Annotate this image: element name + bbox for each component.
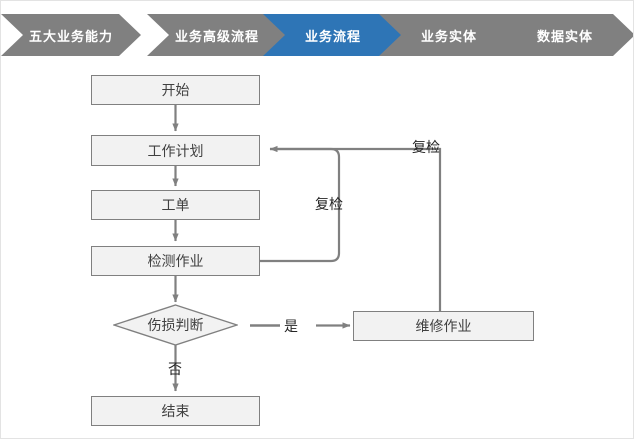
node-work-order[interactable]: 工单: [91, 190, 260, 220]
edge-label-yes: 是: [284, 318, 298, 334]
node-start-label: 开始: [161, 82, 190, 98]
node-repair-task-label: 维修作业: [415, 318, 472, 334]
edge-label-recheck-outer: 复检: [412, 139, 440, 155]
node-work-order-label: 工单: [161, 197, 190, 213]
breadcrumb-item-3-label: 业务流程: [304, 28, 361, 44]
node-end-label: 结束: [161, 403, 190, 419]
breadcrumb-item-2[interactable]: 业务高级流程: [147, 14, 287, 56]
breadcrumb-item-4[interactable]: 业务实体: [379, 14, 519, 56]
breadcrumb-item-1-label: 五大业务能力: [28, 28, 113, 44]
breadcrumb-item-3[interactable]: 业务流程: [263, 14, 403, 56]
breadcrumb: 五大业务能力 业务高级流程 业务流程 业务实体 数据实体: [1, 14, 633, 56]
node-inspection-task[interactable]: 检测作业: [91, 246, 260, 276]
node-end[interactable]: 结束: [91, 396, 260, 426]
node-work-plan-label: 工作计划: [147, 142, 204, 159]
breadcrumb-item-1[interactable]: 五大业务能力: [1, 14, 141, 56]
breadcrumb-item-5[interactable]: 数据实体: [495, 14, 633, 56]
breadcrumb-item-4-label: 业务实体: [420, 28, 477, 44]
breadcrumb-item-5-label: 数据实体: [536, 28, 593, 44]
edge-label-recheck-inner: 复检: [315, 196, 343, 212]
node-work-plan[interactable]: 工作计划: [91, 135, 260, 166]
diamond-shape: [113, 304, 238, 346]
edge-recheck-outer: [270, 147, 442, 311]
node-damage-decision[interactable]: 伤损判断: [113, 304, 238, 346]
node-start[interactable]: 开始: [91, 75, 260, 105]
edge-label-no: 否: [168, 361, 182, 377]
node-inspection-task-label: 检测作业: [147, 253, 204, 269]
breadcrumb-item-2-label: 业务高级流程: [174, 28, 259, 44]
node-damage-decision-label: 伤损判断: [147, 317, 204, 333]
node-repair-task[interactable]: 维修作业: [353, 311, 534, 341]
